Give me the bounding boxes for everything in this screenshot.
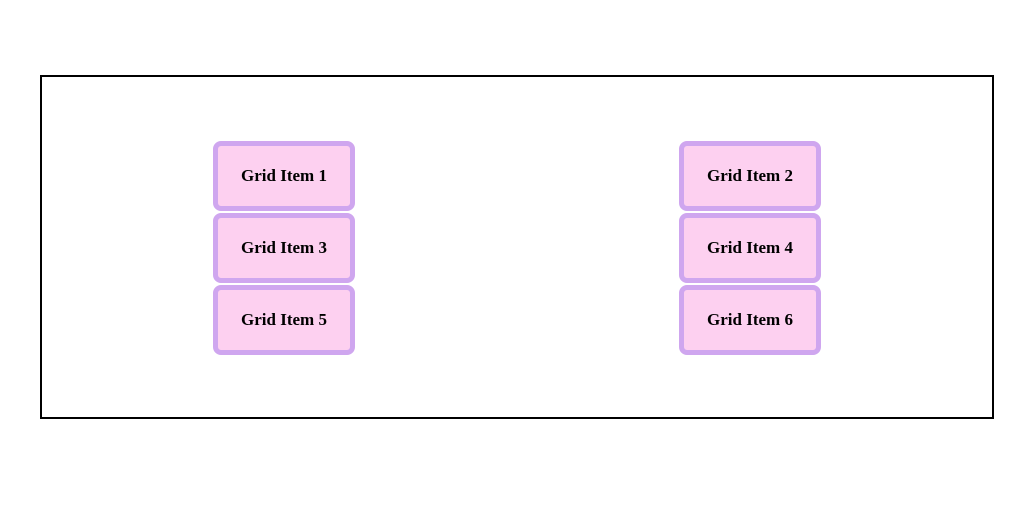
grid-container: Grid Item 1 Grid Item 2 Grid Item 3 Grid…	[40, 75, 994, 419]
grid-item-label: Grid Item 3	[241, 238, 327, 257]
grid-item-label: Grid Item 5	[241, 310, 327, 329]
grid-item: Grid Item 1	[213, 141, 355, 211]
grid-item-label: Grid Item 1	[241, 166, 327, 185]
grid-item: Grid Item 5	[213, 285, 355, 355]
grid-item: Grid Item 6	[679, 285, 821, 355]
grid-item: Grid Item 3	[213, 213, 355, 283]
grid-item: Grid Item 2	[679, 141, 821, 211]
grid-item-label: Grid Item 2	[707, 166, 793, 185]
grid-item-label: Grid Item 6	[707, 310, 793, 329]
grid-item: Grid Item 4	[679, 213, 821, 283]
grid-item-label: Grid Item 4	[707, 238, 793, 257]
